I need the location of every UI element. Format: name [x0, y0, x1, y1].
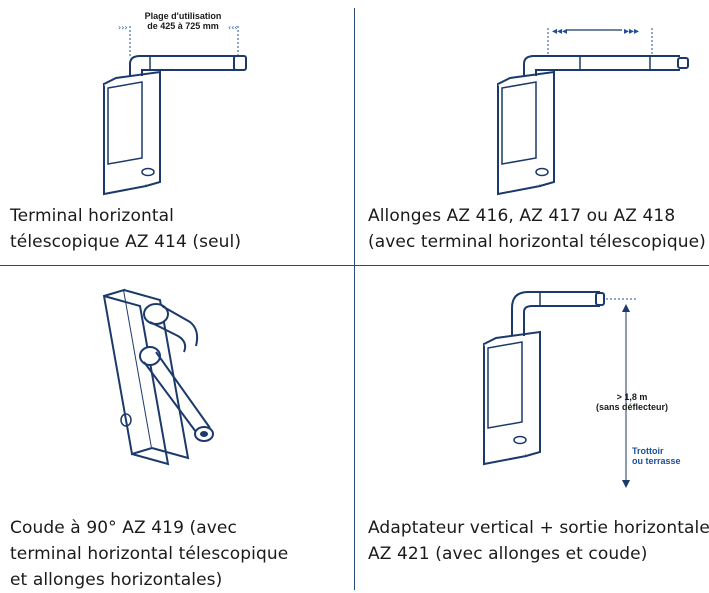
caption-line: Adaptateur vertical + sortie horizontale: [368, 518, 709, 538]
caption-az419: Coude à 90° AZ 419 (avec terminal horizo…: [10, 515, 288, 593]
height-label-line: (sans déflecteur): [595, 402, 669, 412]
caption-line: télescopique AZ 414 (seul): [10, 232, 242, 252]
height-label-line: > 1,8 m: [616, 392, 648, 402]
height-label: > 1,8 m (sans déflecteur): [584, 392, 680, 412]
caption-line: Allonges AZ 416, AZ 417 ou AZ 418: [368, 206, 676, 226]
caption-line: Coude à 90° AZ 419 (avec: [10, 518, 237, 538]
boiler-illustration-extensions: ◂◂◂ ▸▸▸: [497, 26, 689, 196]
annotation-range: Plage d'utilisation de 425 à 725 mm: [134, 11, 232, 31]
svg-text:▸▸▸: ▸▸▸: [624, 26, 639, 37]
caption-az421: Adaptateur vertical + sortie horizontale…: [368, 515, 709, 567]
boiler-illustration-az414: ››› ‹‹‹: [103, 23, 247, 196]
ground-label-line: Trottoir: [632, 446, 664, 456]
annotation-line-1: Plage d'utilisation: [144, 11, 222, 21]
svg-text:‹‹‹: ‹‹‹: [228, 23, 238, 32]
caption-az414: Terminal horizontal télescopique AZ 414 …: [10, 203, 241, 255]
ground-label: Trottoir ou terrasse: [632, 446, 681, 466]
caption-line: AZ 421 (avec allonges et coude): [368, 544, 648, 564]
ground-label-line: ou terrasse: [632, 456, 681, 466]
annotation-line-2: de 425 à 725 mm: [147, 21, 219, 31]
caption-line: Terminal horizontal: [10, 206, 174, 226]
caption-extensions: Allonges AZ 416, AZ 417 ou AZ 418 (avec …: [368, 203, 706, 255]
svg-text:◂◂◂: ◂◂◂: [552, 26, 567, 37]
horizontal-divider: [0, 265, 709, 266]
caption-line: et allonges horizontales): [10, 570, 223, 590]
vertical-divider: [354, 8, 355, 590]
svg-text:›››: ›››: [118, 23, 128, 32]
caption-line: (avec terminal horizontal télescopique): [368, 232, 706, 252]
caption-line: terminal horizontal télescopique: [10, 544, 289, 564]
boiler-illustration-elbow: [102, 288, 214, 466]
